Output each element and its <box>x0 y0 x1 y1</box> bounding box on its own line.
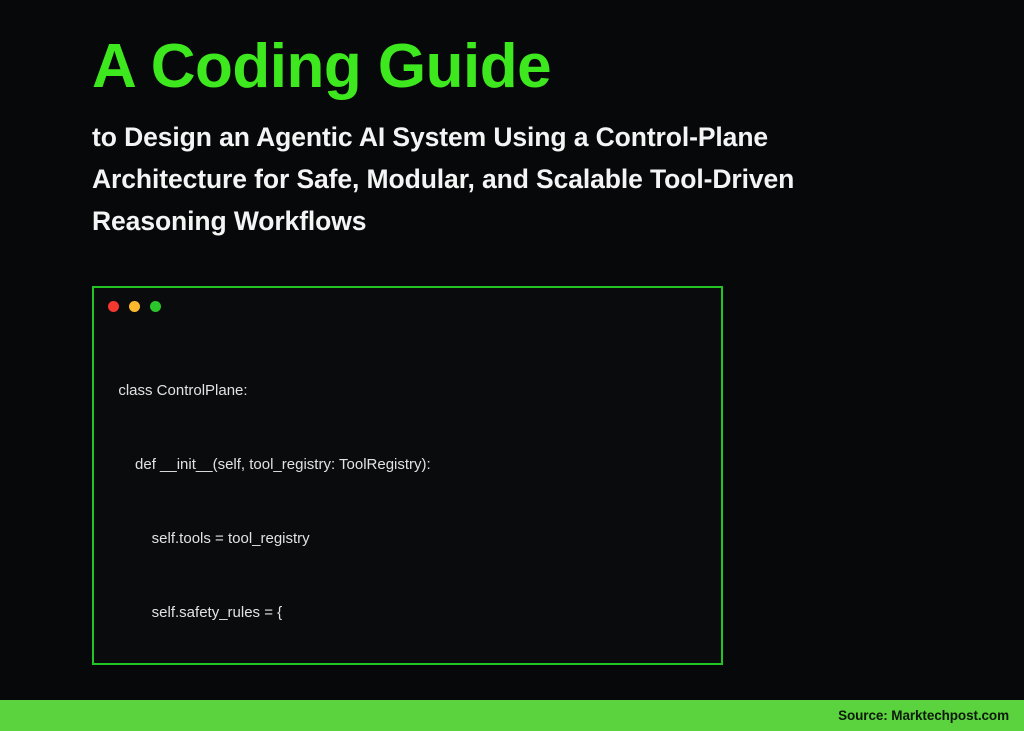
code-line: class ControlPlane: <box>110 382 248 400</box>
code-window: class ControlPlane: def __init__(self, t… <box>92 286 723 665</box>
maximize-dot-icon[interactable] <box>150 301 161 312</box>
minimize-dot-icon[interactable] <box>129 301 140 312</box>
code-line: self.safety_rules = { <box>110 603 283 621</box>
source-attribution: Source: Marktechpost.com <box>838 708 1009 723</box>
page-subtitle: to Design an Agentic AI System Using a C… <box>92 122 795 236</box>
close-dot-icon[interactable] <box>108 301 119 312</box>
code-line: self.tools = tool_registry <box>110 529 310 547</box>
footer-bar: Source: Marktechpost.com <box>0 700 1024 731</box>
heading-block: A Coding Guide to Design an Agentic AI S… <box>92 34 942 243</box>
page-title: A Coding Guide <box>92 32 552 101</box>
code-snippet: class ControlPlane: def __init__(self, t… <box>94 330 721 663</box>
window-controls <box>108 301 161 312</box>
code-line: def __init__(self, tool_registry: ToolRe… <box>110 455 431 473</box>
